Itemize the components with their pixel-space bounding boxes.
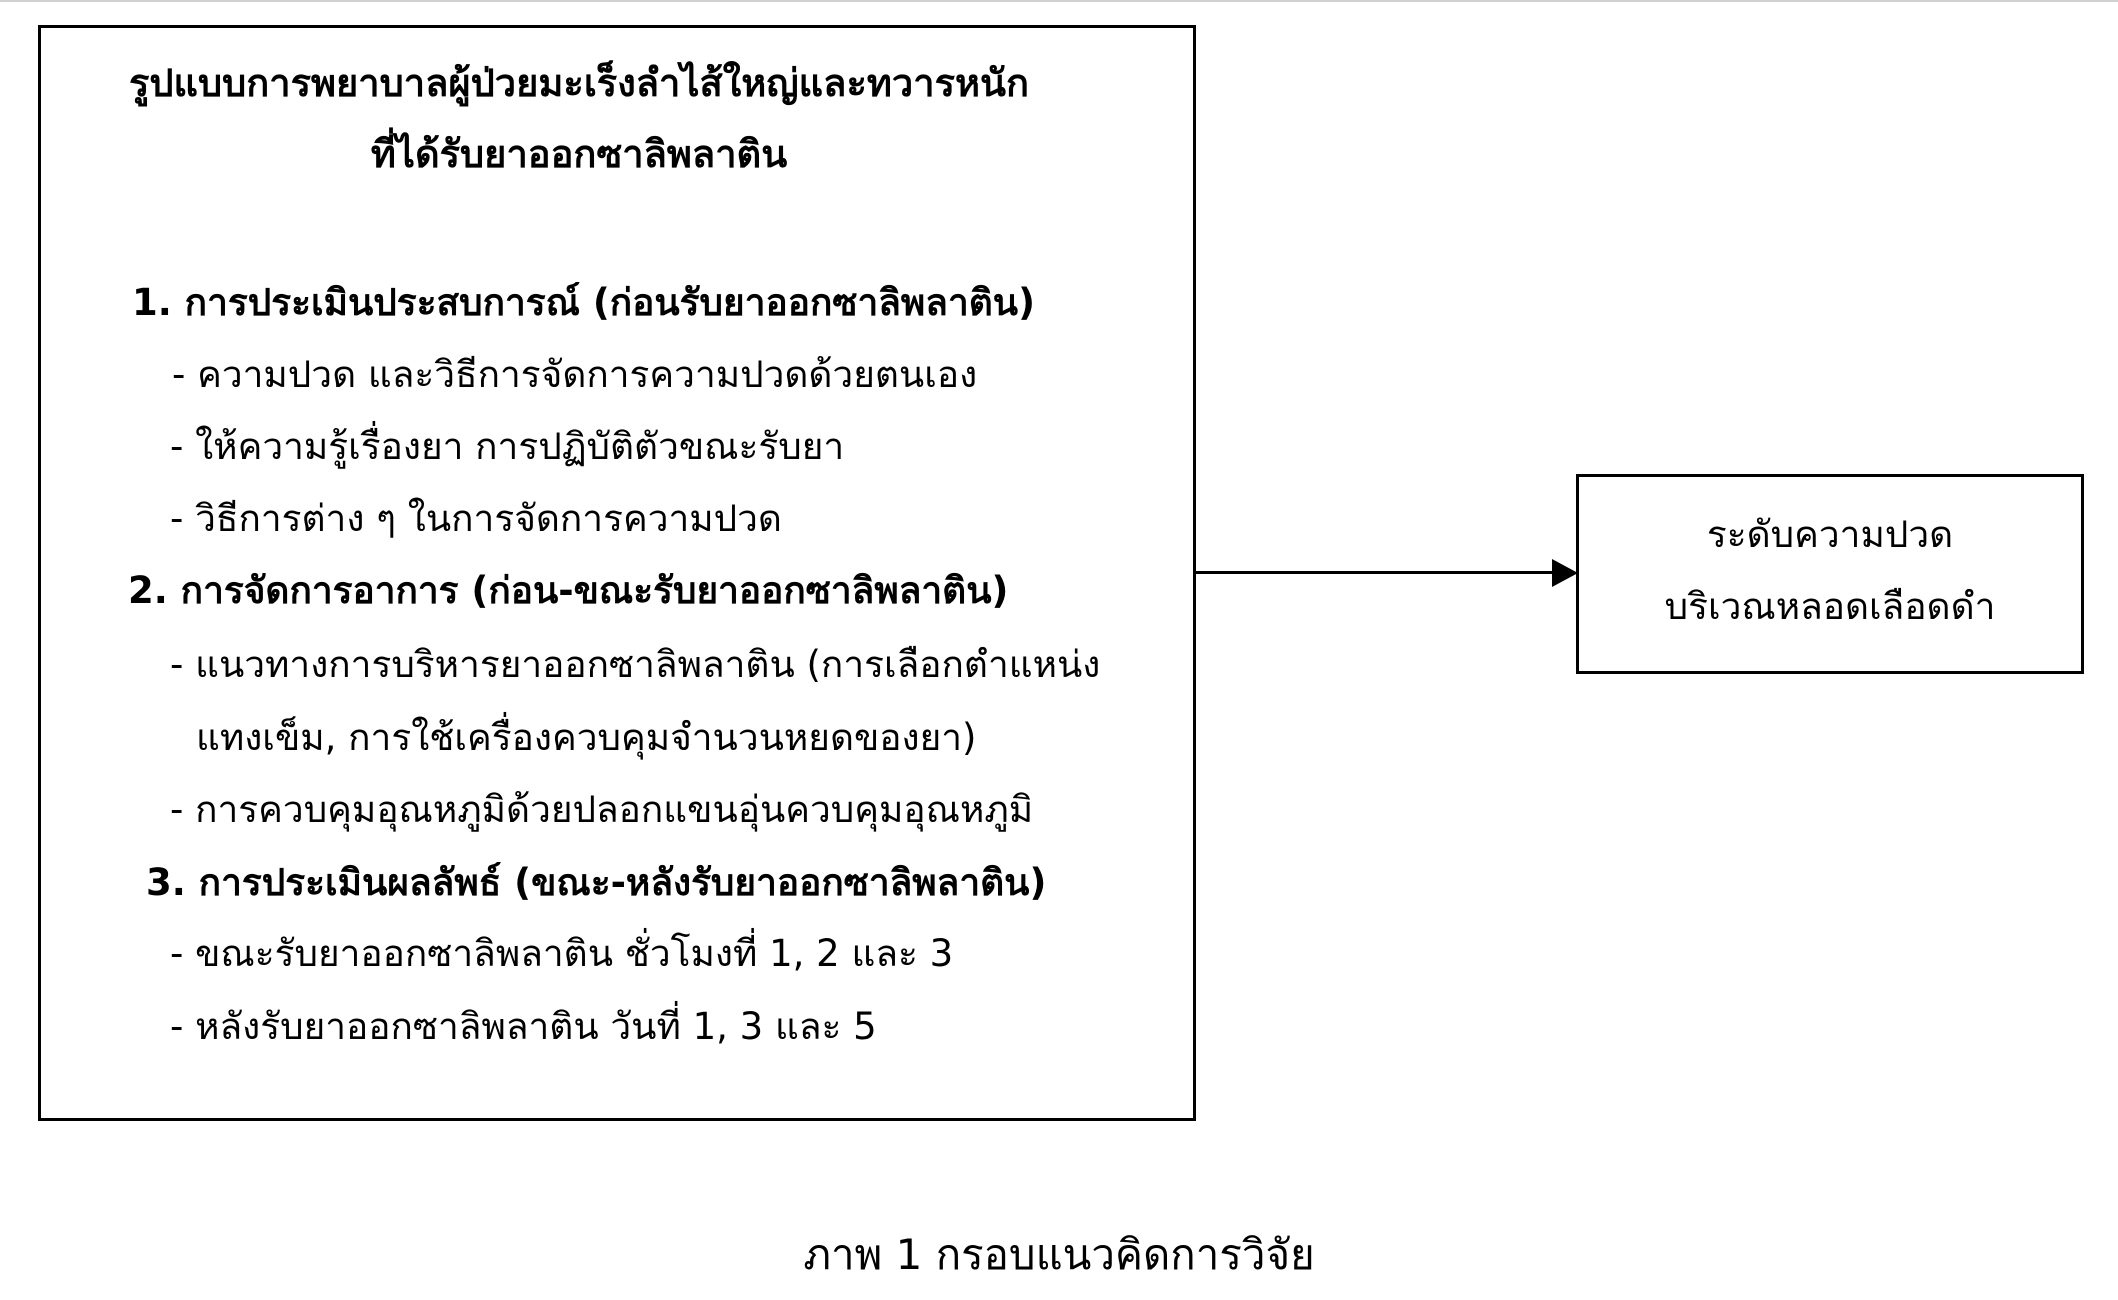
section-2-item-1-cont: แทงเข็ม, การใช้เครื่องควบคุมจำนวนหยดของย… — [196, 716, 977, 759]
section-1-item-2: - ให้ความรู้เรื่องยา การปฏิบัติตัวขณะรับ… — [170, 425, 845, 468]
section-1-item-1: - ความปวด และวิธีการจัดการความปวดด้วยตนเ… — [172, 353, 978, 396]
outcome-line-1: ระดับความปวด — [1706, 513, 1954, 556]
arrow-connector-line — [1193, 571, 1555, 574]
section-3-item-2: - หลังรับยาออกซาลิพลาติน วันที่ 1, 3 และ… — [170, 1005, 877, 1048]
framework-title-line-2: ที่ได้รับยาออกซาลิพลาติน — [370, 132, 788, 176]
section-2-item-2: - การควบคุมอุณหภูมิด้วยปลอกแขนอุ่นควบคุม… — [170, 788, 1034, 831]
section-3-item-1: - ขณะรับยาออกซาลิพลาติน ชั่วโมงที่ 1, 2 … — [170, 932, 954, 975]
section-1-heading: 1. การประเมินประสบการณ์ (ก่อนรับยาออกซาล… — [132, 281, 1035, 324]
outcome-box — [1576, 474, 2084, 674]
framework-title-line-1: รูปแบบการพยาบาลผู้ป่วยมะเร็งลำไส้ใหญ่และ… — [128, 61, 1030, 105]
section-2-item-1: - แนวทางการบริหารยาออกซาลิพลาติน (การเลื… — [170, 643, 1101, 686]
top-border-line — [0, 0, 2118, 2]
section-3-heading: 3. การประเมินผลลัพธ์ (ขณะ-หลังรับยาออกซา… — [146, 861, 1047, 904]
outcome-line-2: บริเวณหลอดเลือดดำ — [1664, 585, 1996, 628]
figure-caption: ภาพ 1 กรอบแนวคิดการวิจัย — [803, 1230, 1315, 1279]
section-1-item-3: - วิธีการต่าง ๆ ในการจัดการความปวด — [170, 497, 782, 540]
section-2-heading: 2. การจัดการอาการ (ก่อน-ขณะรับยาออกซาลิพ… — [128, 569, 1009, 612]
arrow-head-icon — [1552, 559, 1578, 587]
